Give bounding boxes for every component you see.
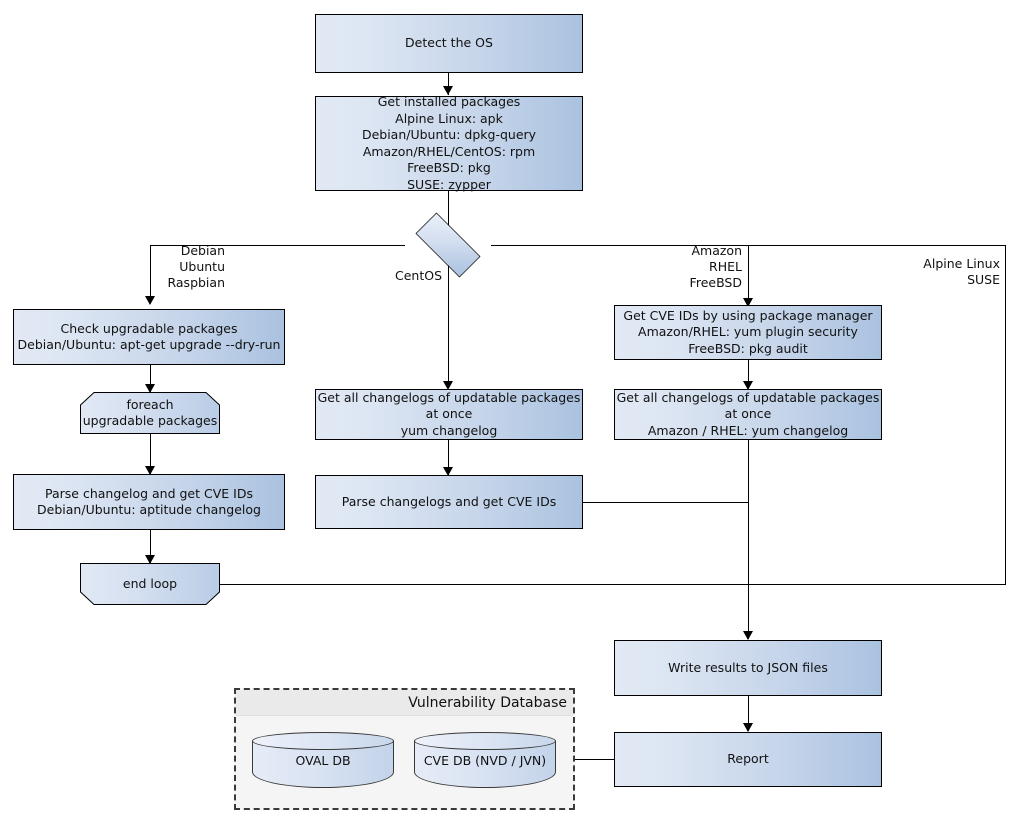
arrowhead-debian	[145, 296, 155, 305]
arrowhead-centos	[443, 381, 453, 390]
node-report-label: Report	[727, 751, 769, 767]
node-parse-changelogs-centos-label: Parse changelogs and get CVE IDs	[341, 493, 557, 509]
node-detect-os[interactable]: Detect the OS	[315, 14, 583, 73]
oval-db-label: OVAL DB	[295, 752, 351, 768]
database-cylinder-cve[interactable]: CVE DB (NVD / JVN)	[414, 732, 556, 788]
connector-parse-to-endloop	[150, 529, 151, 564]
node-check-upgradable-packages[interactable]: Check upgradable packages Debian/Ubuntu:…	[13, 309, 285, 365]
connector-parse-centos-right	[582, 502, 749, 503]
cve-db-cylinder-top	[414, 732, 556, 750]
connector-decision-left	[150, 245, 405, 246]
connector-check-to-foreach	[150, 365, 151, 393]
node-foreach-loop[interactable]: foreach upgradable packages	[80, 392, 220, 434]
node-parse-changelogs-centos[interactable]: Parse changelogs and get CVE IDs	[315, 475, 583, 529]
arrowhead-detect-to-installed	[443, 86, 453, 95]
connector-cvedb-to-report	[556, 759, 614, 760]
arrowhead-parse-to-endloop	[145, 555, 155, 564]
arrowhead-check-to-foreach	[145, 384, 155, 393]
connector-installed-to-decision	[448, 191, 449, 226]
connector-cve-to-amazon-changelog	[748, 360, 749, 388]
node-centos-get-changelogs[interactable]: Get all changelogs of updatable packages…	[315, 389, 583, 440]
foreach-shape-fill	[80, 392, 220, 434]
edge-label-alpine: Alpine Linux SUSE	[923, 256, 1000, 287]
connector-amazon-down	[748, 245, 749, 305]
vulnerability-database-group: Vulnerability Database OVAL DB CVE DB (N…	[234, 688, 575, 810]
node-end-loop[interactable]: end loop	[80, 563, 220, 605]
arrowhead-amazon	[743, 298, 753, 307]
node-os-decision[interactable]	[404, 212, 492, 278]
connector-foreach-to-parse	[150, 433, 151, 475]
node-detect-os-label: Detect the OS	[405, 35, 493, 51]
arrowhead-centos-changelog-to-parse	[443, 467, 453, 476]
connector-write-to-report	[748, 696, 749, 731]
connector-centos-down	[448, 265, 449, 388]
connector-centos-changelog-to-parse	[448, 440, 449, 475]
edge-label-amazon: Amazon RHEL FreeBSD	[689, 243, 742, 290]
node-get-installed-packages-label: Get installed packages Alpine Linux: apk…	[361, 94, 537, 192]
node-report[interactable]: Report	[614, 732, 882, 787]
node-parse-changelog-debian[interactable]: Parse changelog and get CVE IDs Debian/U…	[13, 474, 285, 530]
node-amazon-get-changelogs-label: Get all changelogs of updatable packages…	[616, 389, 880, 438]
database-cylinder-oval[interactable]: OVAL DB	[252, 732, 394, 788]
connector-debian-down	[150, 245, 151, 303]
node-get-cve-ids-package-manager[interactable]: Get CVE IDs by using package manager Ama…	[614, 305, 882, 360]
connector-alpine-down	[1005, 245, 1006, 584]
node-end-loop-label: end loop	[122, 575, 178, 591]
connector-detect-to-installed	[448, 73, 449, 95]
node-get-cve-ids-package-manager-label: Get CVE IDs by using package manager Ama…	[623, 307, 873, 356]
arrowhead-write-to-report	[743, 723, 753, 732]
edge-label-centos: CentOS	[394, 268, 442, 283]
node-write-results-json[interactable]: Write results to JSON files	[614, 640, 882, 696]
oval-db-cylinder-top	[252, 732, 394, 750]
arrowhead-cve-to-amazon-changelog	[743, 381, 753, 390]
connector-to-write-json	[748, 584, 749, 639]
end-loop-shape-outline	[80, 563, 220, 605]
node-get-installed-packages[interactable]: Get installed packages Alpine Linux: apk…	[315, 94, 583, 192]
node-centos-get-changelogs-label: Get all changelogs of updatable packages…	[317, 389, 581, 438]
node-parse-changelog-debian-label: Parse changelog and get CVE IDs Debian/U…	[37, 485, 261, 518]
node-check-upgradable-packages-label: Check upgradable packages Debian/Ubuntu:…	[17, 320, 281, 353]
cve-db-label: CVE DB (NVD / JVN)	[423, 752, 547, 768]
vulnerability-database-title: Vulnerability Database	[236, 690, 573, 716]
connector-endloop-right	[218, 584, 1006, 585]
connector-amazon-changelog-down	[748, 440, 749, 585]
arrowhead-foreach-to-parse	[145, 466, 155, 475]
node-foreach-loop-label: foreach upgradable packages	[82, 396, 218, 429]
end-loop-shape-fill	[80, 563, 220, 605]
node-amazon-get-changelogs[interactable]: Get all changelogs of updatable packages…	[614, 389, 882, 440]
edge-label-debian: Debian Ubuntu Raspbian	[167, 243, 225, 290]
arrowhead-to-write-json	[743, 631, 753, 640]
node-write-results-json-label: Write results to JSON files	[668, 659, 828, 675]
foreach-shape-outline	[80, 392, 220, 434]
